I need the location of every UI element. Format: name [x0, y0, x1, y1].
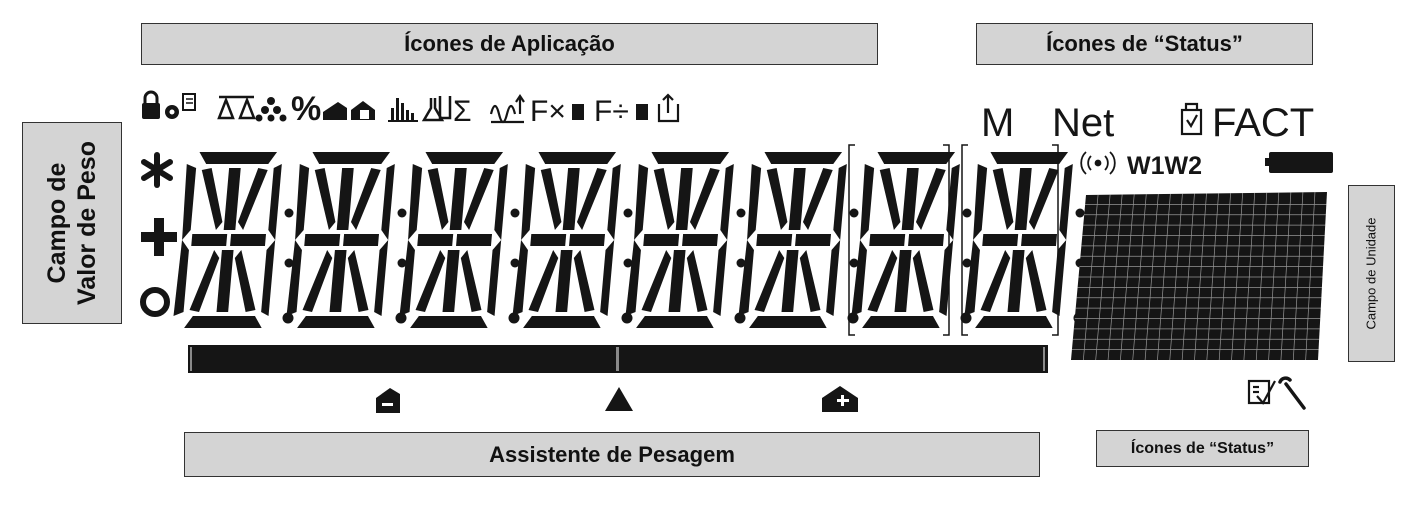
tare-weight-icon [657, 93, 680, 123]
flask-icon [421, 96, 452, 122]
lcd-digit [285, 152, 396, 328]
matrix-column-line [1218, 193, 1231, 361]
scale-w1w2-indicator: W1W2 [1127, 152, 1202, 180]
colon-dot-lower [849, 258, 859, 268]
colon-dot-upper [623, 208, 633, 218]
balance-scale-icon [217, 95, 256, 120]
status-icons-bottom-label-box: Ícones de “Status” [1096, 430, 1309, 467]
colon-dot-lower [962, 258, 972, 268]
status-icons-top-label: Ícones de “Status” [1046, 31, 1243, 56]
matrix-column-line [1292, 192, 1304, 361]
factor-divide-icon: F÷ [594, 95, 629, 128]
bar-target-marker-icon [605, 387, 633, 411]
decimal-point [847, 312, 859, 324]
matrix-column-line [1243, 192, 1256, 361]
dynamic-weighing-icon [489, 94, 525, 124]
weighing-assistant-bar [188, 345, 1048, 373]
percent-icon: % [291, 90, 321, 128]
check-weigh-over-icon [351, 101, 375, 120]
decimal-point [621, 312, 633, 324]
application-icon-row: % Σ F× [142, 90, 680, 128]
lcd-digit [624, 152, 735, 328]
fact-indicator: FACT [1212, 101, 1314, 145]
colon-dot-lower [736, 258, 746, 268]
decimal-point [282, 312, 294, 324]
lcd-digit [737, 152, 848, 328]
colon-dot-upper [962, 208, 972, 218]
matrix-column-line [1231, 193, 1243, 361]
status-icons-bottom-label: Ícones de “Status” [1130, 439, 1275, 457]
colon-dot-lower [284, 258, 294, 268]
digit-brackets [848, 144, 1059, 336]
colon-dot-upper [397, 208, 407, 218]
bar-under-icon [376, 388, 400, 413]
colon-dot-lower [623, 258, 633, 268]
weighing-assistant-label: Assistente de Pesagem [489, 441, 735, 467]
weight-icon [572, 104, 584, 120]
colon-dot-upper [736, 208, 746, 218]
matrix-column-line [1280, 192, 1292, 361]
checklist-icon [1247, 379, 1276, 405]
application-icons-label: Ícones de Aplicação [404, 31, 615, 56]
weight-icon [636, 104, 648, 120]
wrench-icon [1278, 376, 1306, 410]
decimal-point [395, 312, 407, 324]
memory-indicator: M [981, 101, 1014, 145]
unit-dot-matrix [1071, 192, 1327, 361]
matrix-column-line [1305, 192, 1316, 361]
decimal-point [960, 312, 972, 324]
colon-dot-upper [510, 208, 520, 218]
matrix-column-line [1083, 194, 1099, 361]
weighing-assistant-label-box: Assistente de Pesagem [184, 432, 1040, 477]
histogram-icon [388, 98, 418, 122]
calibration-weight-icon [1180, 102, 1203, 136]
lcd-digit [398, 152, 509, 328]
application-icons-label-box: Ícones de Aplicação [141, 23, 878, 65]
decimal-point [508, 312, 520, 324]
gear-icon [165, 105, 179, 119]
weight-value-field-label-box: Campo de Valor de Peso [22, 122, 122, 324]
lcd-digit [172, 152, 283, 328]
colon-dot-lower [397, 258, 407, 268]
matrix-column-line [1255, 192, 1268, 361]
status-icons-top-label-box: Ícones de “Status” [976, 23, 1313, 65]
lcd-digit [850, 152, 961, 328]
factor-multiply-icon: F× [530, 95, 566, 128]
asterisk-icon [141, 152, 173, 188]
sigma-icon: Σ [453, 95, 472, 128]
check-weigh-under-icon [323, 102, 347, 120]
bar-over-icon [822, 386, 858, 412]
wireless-icon [1080, 151, 1116, 175]
lcd-digit [511, 152, 622, 328]
battery-icon [1265, 152, 1333, 173]
unit-field-label-box: Campo de Unidade [1348, 185, 1395, 362]
weight-value-digits [172, 152, 1085, 328]
counting-dots-icon [255, 97, 287, 122]
document-icon [182, 93, 196, 111]
net-indicator: Net [1052, 101, 1114, 145]
zero-indicator-icon [140, 287, 170, 317]
colon-dot-upper [1075, 208, 1085, 218]
plus-icon [141, 218, 177, 256]
colon-dot-upper [849, 208, 859, 218]
colon-dot-upper [284, 208, 294, 218]
decimal-point [734, 312, 746, 324]
colon-dot-lower [510, 258, 520, 268]
matrix-column-line [1268, 192, 1280, 361]
lock-icon [142, 90, 160, 119]
